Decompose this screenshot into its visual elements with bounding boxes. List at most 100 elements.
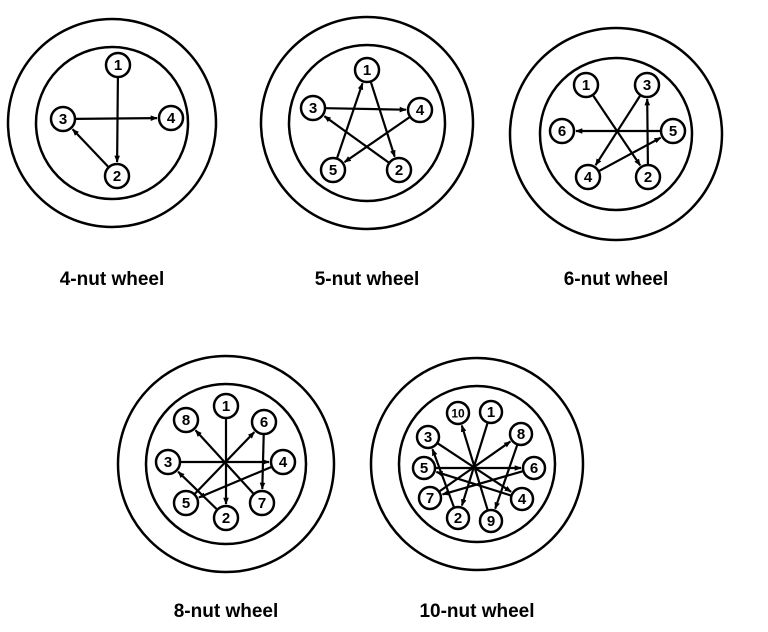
nut-circle [353, 56, 381, 84]
nut-3: 3 [415, 424, 441, 450]
nut-5: 5 [319, 156, 347, 184]
wheel-outer-rim [508, 26, 724, 242]
nut-circle [49, 105, 77, 133]
nut-10: 10 [445, 400, 471, 426]
nut-circle [212, 504, 240, 532]
nut-number: 3 [643, 77, 651, 94]
nut-number: 4 [416, 102, 425, 119]
nut-number: 1 [487, 404, 495, 421]
nut-circle [633, 71, 661, 99]
nut-circle [574, 163, 602, 191]
nut-number: 10 [451, 407, 465, 421]
nut-number: 1 [114, 57, 122, 74]
nut-number: 4 [279, 454, 288, 471]
nut-circle [445, 505, 471, 531]
nut-number: 8 [182, 412, 190, 429]
nut-number: 8 [517, 426, 525, 443]
nut-number: 5 [669, 123, 677, 140]
nut-number: 2 [222, 510, 230, 527]
nut-1: 1 [478, 399, 504, 425]
arrow-8-to-9 [494, 444, 519, 510]
arrow-6-to-7 [259, 434, 266, 490]
arrow-3-to-4 [325, 106, 407, 113]
nut-2: 2 [212, 504, 240, 532]
nut-number: 2 [113, 168, 121, 185]
nut-8: 8 [172, 406, 200, 434]
arrow-4-to-5 [198, 466, 272, 499]
nut-circle [634, 163, 662, 191]
wheel-hub-circle [287, 43, 447, 203]
nut-number: 4 [518, 491, 527, 508]
nut-2: 2 [103, 162, 131, 190]
nut-circle [478, 399, 504, 425]
nut-circle [172, 406, 200, 434]
arrow-2-to-3 [323, 115, 390, 164]
tightening-sequence-arrows [71, 77, 158, 168]
nut-number: 4 [584, 169, 593, 186]
nut-circle [104, 51, 132, 79]
arrow-3-to-4 [75, 115, 158, 121]
nut-number: 1 [582, 77, 590, 94]
nut-2: 2 [385, 156, 413, 184]
nut-1: 1 [572, 71, 600, 99]
wheel-6-nut: 1 2 3 4 5 6 6-nut wheel [508, 26, 724, 290]
nut-4: 4 [157, 104, 185, 132]
nut-number: 2 [644, 169, 652, 186]
nut-6: 6 [250, 408, 278, 436]
nut-circle [411, 455, 437, 481]
arrow-5-to-1 [336, 82, 364, 159]
nut-number: 7 [258, 495, 266, 512]
nut-1: 1 [353, 56, 381, 84]
nut-number: 3 [59, 111, 67, 128]
nut-circle [299, 94, 327, 122]
nut-circle [509, 486, 535, 512]
arrow-4-to-5 [435, 470, 511, 497]
nut-circle [659, 117, 687, 145]
nut-2: 2 [445, 505, 471, 531]
nut-number: 6 [530, 460, 538, 477]
nut-number: 7 [426, 490, 434, 507]
arrow-7-to-8 [194, 429, 255, 495]
nut-circle [548, 117, 576, 145]
wheel-caption: 8-nut wheel [174, 601, 279, 622]
nut-3: 3 [49, 105, 77, 133]
nut-circle [478, 508, 504, 534]
tightening-sequence-arrows [177, 419, 272, 510]
nut-circle [269, 448, 297, 476]
nut-3: 3 [633, 71, 661, 99]
nut-1: 1 [104, 51, 132, 79]
nut-number: 9 [487, 513, 495, 530]
tightening-sequence-arrows [575, 95, 662, 172]
arrow-4-to-5 [598, 136, 662, 172]
arrow-9-to-10 [460, 424, 489, 510]
nut-number: 1 [363, 62, 371, 79]
nut-4: 4 [406, 96, 434, 124]
nut-circle [154, 448, 182, 476]
nut-number: 5 [420, 460, 428, 477]
nut-9: 9 [478, 508, 504, 534]
nut-circle [212, 392, 240, 420]
nut-4: 4 [509, 486, 535, 512]
arrow-1-to-2 [114, 77, 120, 163]
wheel-outer-rim [259, 15, 475, 231]
arrow-4-to-5 [343, 116, 410, 164]
nut-2: 2 [634, 163, 662, 191]
nut-4: 4 [269, 448, 297, 476]
nut-5: 5 [659, 117, 687, 145]
nut-number: 3 [309, 100, 317, 117]
wheel-caption: 6-nut wheel [564, 269, 669, 290]
nut-circle [417, 485, 443, 511]
nut-6: 6 [521, 455, 547, 481]
arrow-2-to-3 [71, 128, 109, 168]
nut-8: 8 [508, 421, 534, 447]
wheel-outer-rim [369, 356, 585, 572]
nut-circle [415, 424, 441, 450]
nut-circle [406, 96, 434, 124]
nut-number: 6 [558, 123, 566, 140]
nut-3: 3 [299, 94, 327, 122]
arrow-1-to-2 [369, 82, 396, 158]
nut-number: 3 [424, 429, 432, 446]
